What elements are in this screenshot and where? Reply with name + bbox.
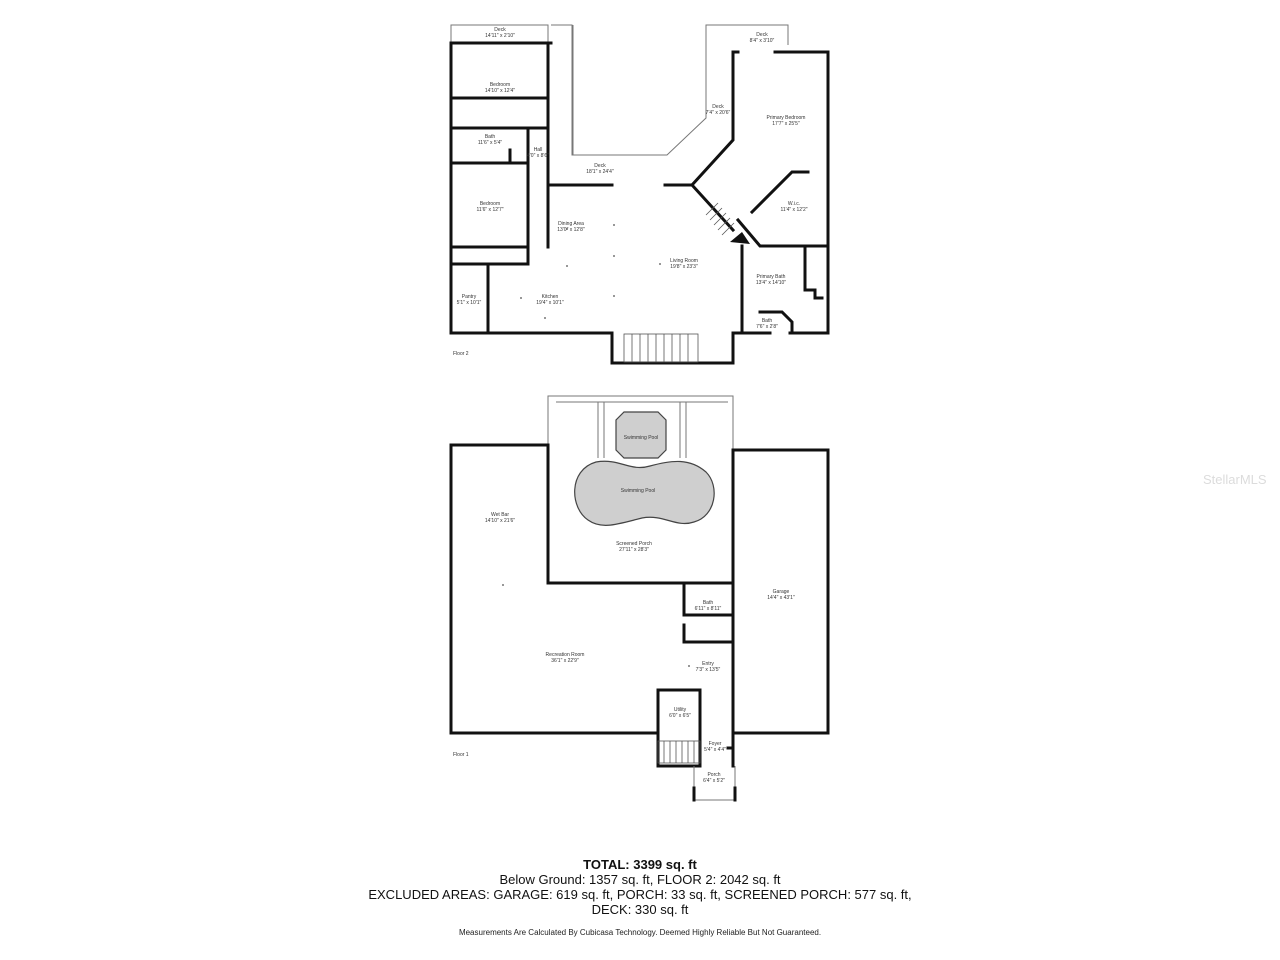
room-name: Deck <box>594 163 606 169</box>
floor-label: Floor 2 <box>453 351 469 357</box>
room-dim: 11'6" x 12'7" <box>476 207 503 213</box>
room-dim: 5'1" x 10'1" <box>457 300 482 306</box>
room-name: Dining Area <box>558 221 584 227</box>
room-name: Bath <box>485 134 496 140</box>
area-breakdown: Below Ground: 1357 sq. ft, FLOOR 2: 2042… <box>499 872 781 887</box>
room-name: Hall <box>534 147 543 153</box>
total-area: TOTAL: 3399 sq. ft <box>583 857 697 872</box>
room-name: Garage <box>773 589 790 595</box>
room-dim: 11'4" x 12'2" <box>780 207 807 213</box>
room-name: Bath <box>703 600 714 606</box>
room-dim: 7'4" x 20'6" <box>706 110 731 116</box>
room-dim: 19'4" x 10'1" <box>536 300 564 306</box>
room-dim: 19'8" x 23'3" <box>670 264 698 270</box>
room-dim: 14'10" x 12'4" <box>485 88 515 94</box>
stairs-floor-2 <box>623 333 699 363</box>
room-dim: 18'1" x 24'4" <box>586 169 614 175</box>
stairs-living-room <box>705 202 750 244</box>
stairs-floor-1 <box>657 740 701 764</box>
room-name: Primary Bath <box>757 274 786 280</box>
room-name: Swimming Pool <box>624 435 658 441</box>
floor-2-plan: Deck 14'11" x 2'10" Deck 8'4" x 3'10" Be… <box>449 24 830 365</box>
room-dim: 36'1" x 22'9" <box>551 658 579 664</box>
room-name: Living Room <box>670 258 698 264</box>
room-dim: 4'0" x 8'6" <box>527 153 549 159</box>
main-pool <box>574 460 715 526</box>
room-name: Deck <box>712 104 724 110</box>
room-name: Deck <box>756 32 768 38</box>
room-dim: 6'4" x 5'2" <box>703 778 725 784</box>
room-name: Pantry <box>462 294 477 300</box>
room-name: Porch <box>707 772 720 778</box>
room-name: Bath <box>762 318 773 324</box>
floor-label: Floor 1 <box>453 752 469 758</box>
room-name: Deck <box>494 27 506 33</box>
disclaimer: Measurements Are Calculated By Cubicasa … <box>458 928 822 937</box>
room-dim: 14'4" x 43'1" <box>767 595 795 601</box>
room-name: W.i.c. <box>788 201 800 207</box>
room-name: Screened Porch <box>616 541 652 547</box>
room-dim: 14'11" x 2'10" <box>485 33 515 39</box>
room-dim: 8'4" x 3'10" <box>750 38 775 44</box>
room-dim: 7'6" x 2'8" <box>756 324 778 330</box>
room-name: Swimming Pool <box>621 488 655 494</box>
room-dim: 11'6" x 5'4" <box>478 140 502 146</box>
room-dim: 17'7" x 25'5" <box>772 121 800 127</box>
room-name: Primary Bedroom <box>767 115 806 121</box>
room-dim: 5'4" x 4'4" <box>704 747 726 753</box>
area-summary: TOTAL: 3399 sq. ft Below Ground: 1357 sq… <box>240 857 1040 917</box>
small-pool <box>615 411 667 459</box>
room-dim: 13'0" x 12'8" <box>557 227 585 233</box>
room-name: Bedroom <box>480 201 500 207</box>
room-name: Bedroom <box>490 82 510 88</box>
watermark: StellarMLS <box>1203 472 1267 487</box>
room-dim: 6'11" x 8'11" <box>695 606 722 612</box>
room-name: Foyer <box>709 741 722 747</box>
room-name: Wet Bar <box>491 512 509 518</box>
room-name: Entry <box>702 661 714 667</box>
excluded-areas: EXCLUDED AREAS: GARAGE: 619 sq. ft, PORC… <box>368 887 912 902</box>
room-dim: 6'0" x 6'5" <box>669 713 691 719</box>
room-name: Utility <box>674 707 687 713</box>
floor-1-plan: Swimming Pool Swimming Pool Wet Bar 14'1… <box>449 395 830 802</box>
room-name: Recreation Room <box>546 652 585 658</box>
excluded-areas-deck: DECK: 330 sq. ft <box>591 902 689 917</box>
room-dim: 14'10" x 21'6" <box>485 518 515 524</box>
room-name: Kitchen <box>542 294 559 300</box>
room-dim: 7'3" x 13'5" <box>696 667 721 673</box>
room-dim: 13'4" x 14'10" <box>756 280 786 286</box>
room-dim: 27'11" x 28'3" <box>619 547 649 553</box>
